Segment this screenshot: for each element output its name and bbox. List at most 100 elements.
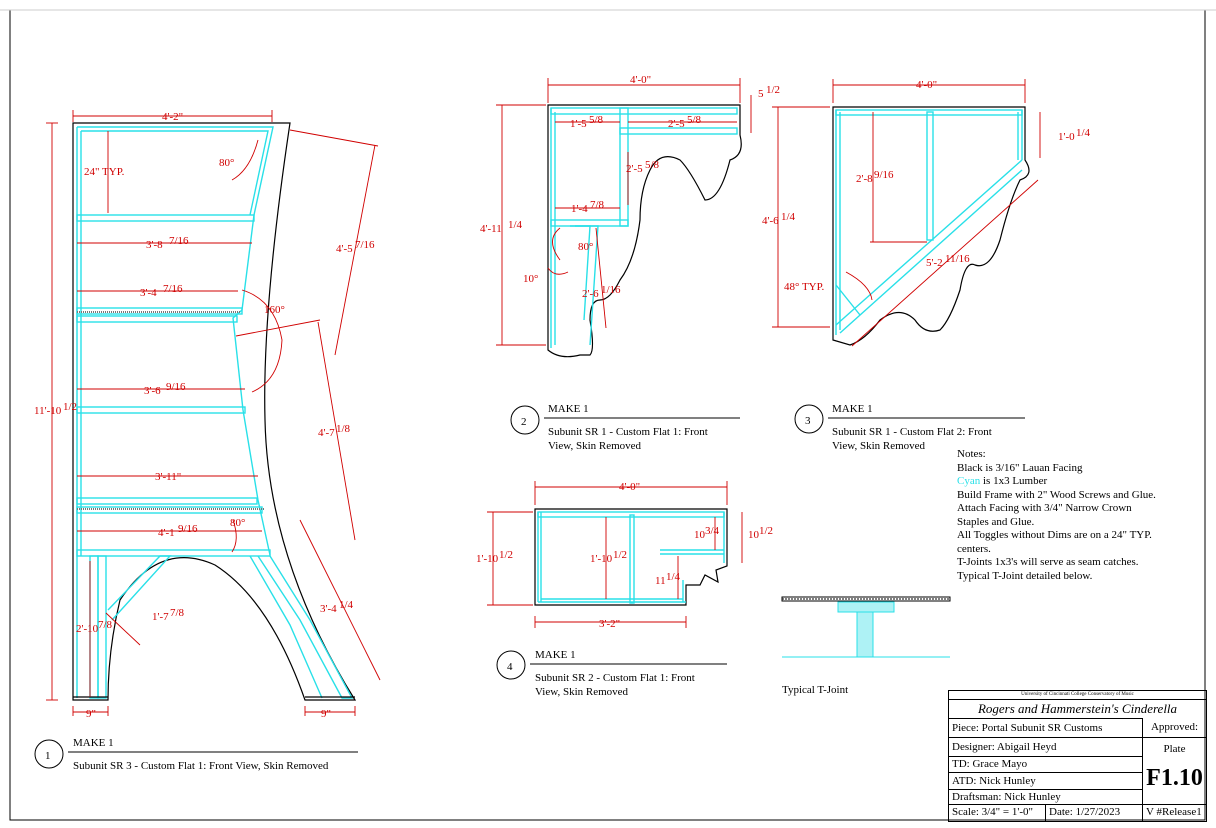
view-4-make: MAKE 1 xyxy=(535,649,576,661)
dim-v1-foot-left: 9" xyxy=(86,708,96,720)
dim-v3-top: 4'-0" xyxy=(916,79,937,91)
note-5: Staples and Glue. xyxy=(957,515,1035,528)
dim-v2-a: 1'-5 xyxy=(570,118,587,130)
view-3-number: 3 xyxy=(805,415,811,427)
dim-v3-angle: 48° TYP. xyxy=(784,281,825,293)
dim-v4-b-frac: 1/2 xyxy=(759,525,773,537)
dim-v1-angle-160: 160° xyxy=(264,304,285,316)
dim-v3-r: 1'-0 xyxy=(1058,131,1075,143)
view-3-dimensions: 4'-0" 1'-0 1/4 2'-8 9/16 4'-6 1/4 48° TY… xyxy=(762,79,1091,293)
atd-field: ATD: Nick Hunley xyxy=(949,772,1142,789)
view-3-make: MAKE 1 xyxy=(832,403,873,415)
scale-field: Scale: 3/4" = 1'-0" xyxy=(952,806,1034,818)
view-3-title-1: Subunit SR 1 - Custom Flat 2: Front xyxy=(832,426,992,438)
draftsman-name: Nick Hunley xyxy=(1004,791,1061,803)
designer-field: Designer: Abigail Heyd xyxy=(949,737,1142,756)
dim-v4-a-frac: 3/4 xyxy=(705,525,720,537)
dim-v4-height-frac: 1/2 xyxy=(499,549,513,561)
dim-v1-d1-frac: 7/16 xyxy=(169,235,189,247)
tjoint-label: Typical T-Joint xyxy=(782,684,848,696)
dim-v3-height-frac: 1/4 xyxy=(781,211,796,223)
dim-v3-diag: 5'-2 xyxy=(926,257,943,269)
view-2-title-2: View, Skin Removed xyxy=(548,440,642,452)
view-1-make: MAKE 1 xyxy=(73,737,114,749)
dim-v2-top: 4'-0" xyxy=(630,74,651,86)
view-2-number: 2 xyxy=(521,416,527,428)
dim-v2-b: 2'-5 xyxy=(668,118,685,130)
dim-v4-a: 10 xyxy=(694,529,706,541)
notes-block: Notes: Black is 3/16" Lauan Facing Cyan … xyxy=(957,448,1197,583)
dim-v1-d2-frac: 7/16 xyxy=(163,283,183,295)
dim-v4-mid-frac: 1/2 xyxy=(613,549,627,561)
note-6: All Toggles without Dims are on a 24" TY… xyxy=(957,529,1152,541)
version-field: V #Release1 xyxy=(1142,805,1202,822)
dim-v2-topr: 5 xyxy=(758,88,764,100)
note-7: centers. xyxy=(957,542,991,555)
dim-v1-brace-frac: 7/8 xyxy=(170,607,185,619)
view-1-dimensions: 4'-2" 24" TYP. 80° 3'-8 7/16 3'-4 7/16 1… xyxy=(34,111,375,720)
dim-v2-height: 4'-11 xyxy=(480,223,502,235)
dim-v3-mid-frac: 9/16 xyxy=(874,169,894,181)
dim-v1-height: 11'-10 xyxy=(34,405,62,417)
plate-box: Approved: Plate F1.10 xyxy=(1142,718,1206,809)
view-2-dimensions: 4'-0" 5 1/2 1'-5 5/8 2'-5 5/8 2'-5 5/8 1… xyxy=(480,74,780,300)
draftsman-label: Draftsman: xyxy=(952,791,1002,803)
dim-v1-right2: 4'-7 xyxy=(318,427,335,439)
dim-v2-b-frac: 5/8 xyxy=(687,114,702,126)
dim-v4-bottom: 3'-2" xyxy=(599,618,620,630)
title-block: University of Cincinnati College Conserv… xyxy=(948,690,1207,822)
dim-v1-angle-bottom: 80° xyxy=(230,517,245,529)
view-3-title-2: View, Skin Removed xyxy=(832,440,926,452)
view-3-label: 3 MAKE 1 Subunit SR 1 - Custom Flat 2: F… xyxy=(794,403,1025,452)
note-black: Black is 3/16" Lauan Facing xyxy=(957,461,1083,474)
dim-v1-d2: 3'-4 xyxy=(140,287,157,299)
dim-v1-d3: 3'-6 xyxy=(144,385,161,397)
dim-v1-d5-frac: 9/16 xyxy=(178,523,198,535)
view-1-title: Subunit SR 3 - Custom Flat 1: Front View… xyxy=(73,760,329,772)
note-9: Typical T-Joint detailed below. xyxy=(957,569,1093,582)
dim-v1-leg-frac: 7/8 xyxy=(98,619,113,631)
view-3-drawing xyxy=(772,79,1041,347)
date-field: Date: 1/27/2023 xyxy=(1045,805,1120,822)
note-cyan-rest: is 1x3 Lumber xyxy=(980,475,1048,487)
dim-v2-d: 1'-4 xyxy=(571,203,588,215)
view-1-number: 1 xyxy=(45,750,51,762)
view-4-label: 4 MAKE 1 Subunit SR 2 - Custom Flat 1: F… xyxy=(496,649,727,698)
dim-v2-c: 2'-5 xyxy=(626,163,643,175)
dim-v3-r-frac: 1/4 xyxy=(1076,127,1091,139)
view-4-drawing xyxy=(487,481,743,628)
dim-v1-top: 4'-2" xyxy=(162,111,183,123)
plate-number: F1.10 xyxy=(1146,765,1203,791)
dim-v4-c: 11 xyxy=(655,575,666,587)
view-4-dimensions: 4'-0" 1'-10 1/2 1'-10 1/2 10 3/4 10 1/2 … xyxy=(476,481,773,630)
view-4-number: 4 xyxy=(507,661,513,673)
dim-v2-c-frac: 5/8 xyxy=(645,159,660,171)
dim-v4-mid: 1'-10 xyxy=(590,553,613,565)
dim-v1-right3-frac: 1/4 xyxy=(339,599,354,611)
dim-v2-height-frac: 1/4 xyxy=(508,219,523,231)
view-2-drawing xyxy=(496,78,752,358)
dim-v2-e: 2'-6 xyxy=(582,288,599,300)
dim-v3-height: 4'-6 xyxy=(762,215,779,227)
dim-v4-c-frac: 1/4 xyxy=(666,571,681,583)
note-4: Attach Facing with 3/4" Narrow Crown xyxy=(957,502,1132,514)
dim-v1-d4: 3'-11" xyxy=(155,471,181,483)
dim-v2-topr-frac: 1/2 xyxy=(766,84,780,96)
view-4-title-1: Subunit SR 2 - Custom Flat 1: Front xyxy=(535,672,695,684)
td-field: TD: Grace Mayo xyxy=(949,756,1142,772)
view-2-make: MAKE 1 xyxy=(548,403,589,415)
dim-v2-angle-80: 80° xyxy=(578,241,593,253)
dim-v4-b: 10 xyxy=(748,529,760,541)
approved-label: Approved: xyxy=(1143,718,1206,738)
dim-v1-leg: 2'-10 xyxy=(76,623,99,635)
draftsman-field: Draftsman: Nick Hunley xyxy=(949,789,1142,804)
dim-v4-top: 4'-0" xyxy=(619,481,640,493)
plate-label: Plate xyxy=(1163,743,1186,755)
dim-v1-d3-frac: 9/16 xyxy=(166,381,186,393)
dim-v3-mid: 2'-8 xyxy=(856,173,873,185)
dim-v1-typ: 24" TYP. xyxy=(84,166,125,178)
scale-row: Scale: 3/4" = 1'-0" Date: 1/27/2023 V #R… xyxy=(949,804,1206,822)
view-1-drawing xyxy=(46,110,381,716)
dim-v2-a-frac: 5/8 xyxy=(589,114,604,126)
dim-v3-diag-frac: 11/16 xyxy=(945,253,970,265)
